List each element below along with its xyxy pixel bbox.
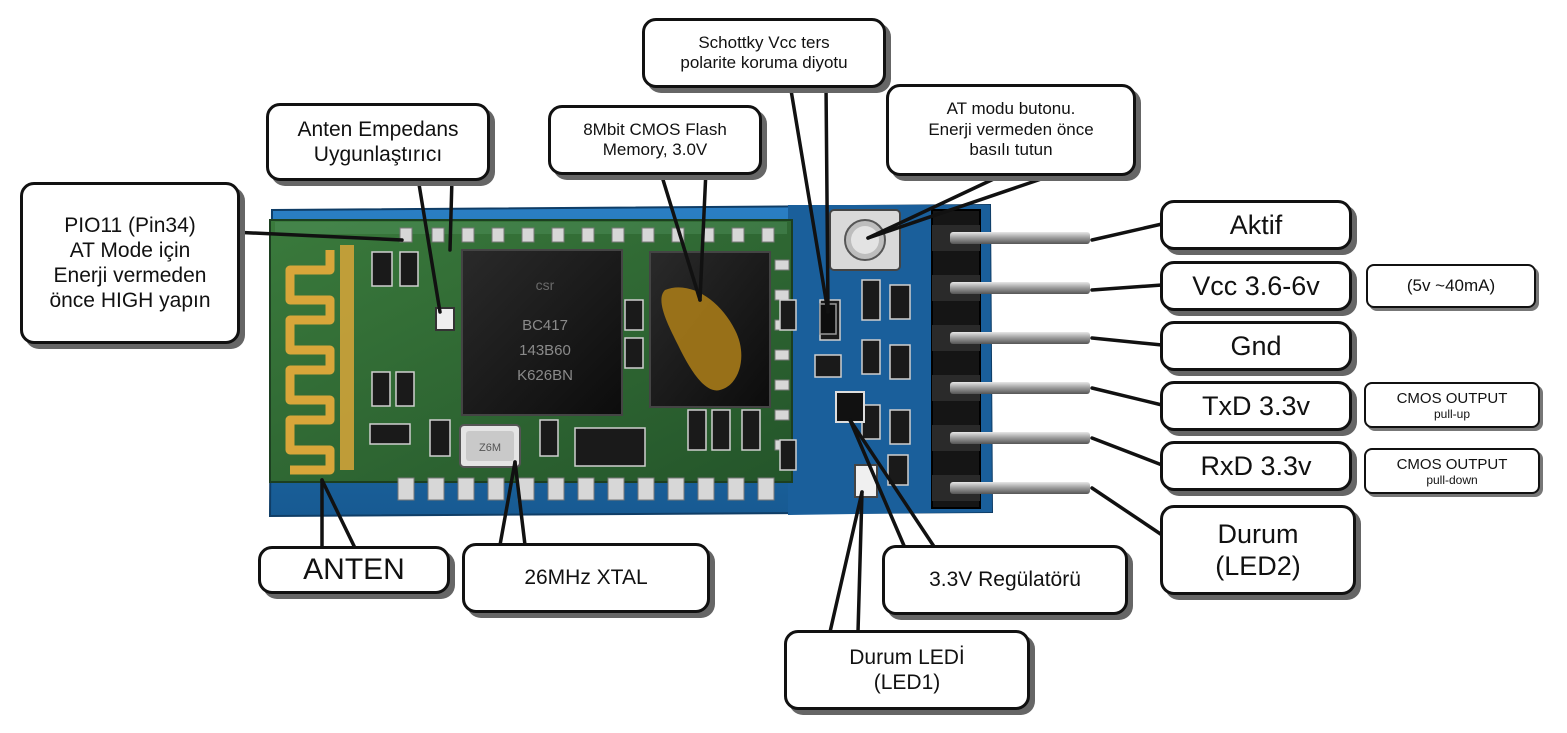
anten-label: ANTEN [303, 552, 405, 588]
regulator-3v3 [836, 392, 864, 422]
pio11-line-2: AT Mode için [49, 238, 210, 263]
at-button-line-1: AT modu butonu. [928, 99, 1093, 119]
callout-xtal: 26MHz XTAL [462, 543, 710, 613]
anten-empedans-line-1: Anten Empedans [297, 117, 458, 142]
note-vcc-current: (5v ~40mA) [1366, 264, 1536, 308]
chip-marking-3: K626BN [517, 367, 573, 384]
callout-regulator: 3.3V Regülatörü [882, 545, 1128, 615]
crystal-marking: Z6M [479, 442, 501, 454]
at-button-line-2: Enerji vermeden önce [928, 120, 1093, 140]
svg-text:csr: csr [536, 277, 555, 293]
anten-empedans-line-2: Uygunlaştırıcı [297, 142, 458, 167]
callout-pin-gnd: Gnd [1160, 321, 1352, 371]
pin-header [932, 210, 1090, 508]
txd-note-line-2: pull-up [1434, 407, 1470, 421]
main-chip-bc417: csr BC417 143B60 K626BN [462, 250, 622, 415]
callout-pin-txd: TxD 3.3v [1160, 381, 1352, 431]
callout-durum-led1: Durum LEDİ (LED1) [784, 630, 1030, 710]
pin-aktif-label: Aktif [1230, 209, 1283, 241]
pin-rxd-label: RxD 3.3v [1200, 450, 1311, 482]
chip-marking-2: 143B60 [519, 342, 571, 359]
at-button-line-3: basılı tutun [928, 140, 1093, 160]
pio11-line-4: önce HIGH yapın [49, 288, 210, 313]
at-push-button [830, 210, 900, 270]
rxd-note-line-2: pull-down [1426, 473, 1477, 487]
vcc-current-label: (5v ~40mA) [1407, 276, 1495, 296]
rxd-note-line-1: CMOS OUTPUT [1397, 456, 1508, 473]
txd-note-line-1: CMOS OUTPUT [1397, 390, 1508, 407]
callout-flash: 8Mbit CMOS Flash Memory, 3.0V [548, 105, 762, 175]
callout-pio11: PIO11 (Pin34) AT Mode için Enerji vermed… [20, 182, 240, 344]
pio11-line-1: PIO11 (Pin34) [49, 213, 210, 238]
durum-line-2: (LED2) [1215, 550, 1301, 582]
durum-line-1: Durum [1215, 518, 1301, 550]
callout-pin-vcc: Vcc 3.6-6v [1160, 261, 1352, 311]
crystal-26mhz: Z6M [460, 425, 520, 467]
callout-pin-rxd: RxD 3.3v [1160, 441, 1352, 491]
pio11-line-3: Enerji vermeden [49, 263, 210, 288]
callout-schottky: Schottky Vcc ters polarite koruma diyotu [642, 18, 886, 88]
xtal-label: 26MHz XTAL [524, 565, 647, 590]
status-led1 [855, 465, 877, 497]
regulator-label: 3.3V Regülatörü [929, 567, 1081, 592]
pin-txd-label: TxD 3.3v [1202, 390, 1310, 422]
flash-chip [650, 252, 770, 407]
flash-line-2: Memory, 3.0V [583, 140, 727, 160]
callout-anten: ANTEN [258, 546, 450, 594]
callout-at-button: AT modu butonu. Enerji vermeden önce bas… [886, 84, 1136, 176]
durum-led-line-2: (LED1) [849, 670, 965, 695]
callout-pin-aktif: Aktif [1160, 200, 1352, 250]
chip-marking-1: BC417 [522, 317, 568, 334]
pin-vcc-label: Vcc 3.6-6v [1192, 270, 1320, 302]
flash-line-1: 8Mbit CMOS Flash [583, 120, 727, 140]
schottky-line-1: Schottky Vcc ters [680, 33, 847, 53]
note-rxd-output: CMOS OUTPUT pull-down [1364, 448, 1540, 494]
note-txd-output: CMOS OUTPUT pull-up [1364, 382, 1540, 428]
schottky-line-2: polarite koruma diyotu [680, 53, 847, 73]
callout-pin-durum: Durum (LED2) [1160, 505, 1356, 595]
pin-gnd-label: Gnd [1230, 330, 1281, 362]
durum-led-line-1: Durum LEDİ [849, 645, 965, 670]
callout-anten-empedans: Anten Empedans Uygunlaştırıcı [266, 103, 490, 181]
